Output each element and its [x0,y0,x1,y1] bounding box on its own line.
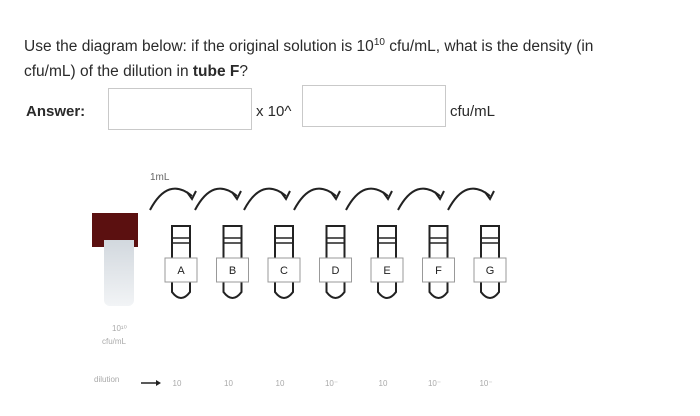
transfer-arc [243,187,287,211]
transfer-arc [345,187,389,211]
transfer-arrowhead [280,190,291,201]
dilution-value: 10⁻ [325,379,338,388]
transfer-arrowhead [484,190,495,201]
tube-label-box [422,257,455,283]
dilution-value: 10 [173,379,182,388]
tube-label-box [216,257,249,283]
question-line2-a: cfu/mL) of the dilution in [24,63,193,81]
question-line1-a: Use the diagram below: if the original s… [24,38,374,56]
transfer-arc [447,187,491,211]
stock-concentration: 10¹⁰ [112,324,127,333]
question-line1-b: cfu/mL, what is the density (in [384,38,594,56]
tube-label-c: C [280,265,288,277]
transfer-arc [194,187,238,211]
dilution-value: 10 [224,379,233,388]
transfer-arrowhead [330,190,341,201]
question-tube-f: tube F [192,63,240,81]
unit-label: cfu/mL [450,103,496,120]
times-ten-label: x 10^ [256,103,292,120]
tube-label-g: G [486,265,495,277]
answer-exponent-input[interactable] [302,85,446,127]
answer-label: Answer: [26,103,86,120]
dilution-value: 10⁻ [428,379,441,388]
tube-label-f: F [435,265,442,277]
dilution-value: 10⁻ [479,379,492,388]
transfer-arrowhead [231,190,242,201]
question-text: Use the diagram below: if the original s… [24,30,664,84]
dilution-label: dilution [94,375,120,384]
tube-label-box [473,257,507,283]
question-exponent: 10 [373,37,385,48]
tube-label-b: B [229,265,236,277]
tube-label-box [267,257,301,283]
transfer-volume-label: 1mL [150,172,170,183]
answer-coefficient-input[interactable] [108,88,252,130]
dilution-value: 10 [276,379,285,388]
stock-unit: cfu/mL [102,337,127,346]
dilution-value: 10 [379,379,388,388]
transfer-arrowhead [186,190,197,201]
stock-tube [104,240,134,306]
tube-label-box [370,257,404,283]
transfer-arrowhead [434,190,445,201]
transfer-arc [149,187,193,211]
tube-label-d: D [332,265,340,277]
transfer-arrowhead [382,190,393,201]
dilution-arrowhead [156,380,161,386]
tube-label-box [319,257,352,283]
tube-label-box [164,257,198,283]
tube-label-a: A [177,265,185,277]
tube-label-e: E [383,265,390,277]
question-line2-b: ? [239,63,248,81]
transfer-arc [397,187,441,211]
transfer-arc [293,187,337,211]
